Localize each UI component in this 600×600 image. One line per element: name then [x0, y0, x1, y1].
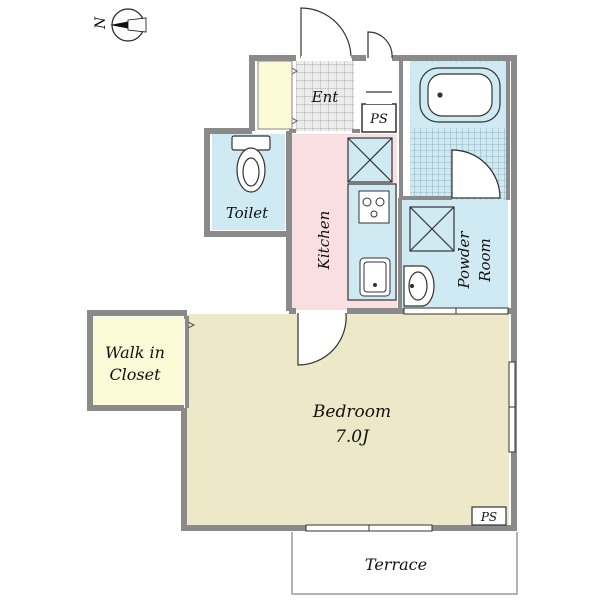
kitchen-label: Kitchen — [315, 211, 333, 271]
ps-bottom-label: PS — [480, 510, 497, 524]
compass: N — [93, 8, 147, 42]
ps-top: PS — [361, 103, 397, 133]
shoe-closet-hinges — [291, 67, 298, 125]
terrace: Terrace — [291, 532, 518, 595]
bathtub-icon — [419, 67, 501, 123]
bedroom-floor — [187, 314, 509, 526]
powder-room-sliding-door — [403, 307, 509, 315]
bedroom-side-window — [508, 361, 516, 453]
toilet-label: Toilet — [226, 204, 269, 222]
inner-walls — [185, 60, 510, 408]
closet-label-line1: Walk in — [105, 343, 165, 362]
walk-in-closet-floor — [93, 317, 184, 405]
terrace-railing — [291, 532, 518, 595]
closet-label-line2: Closet — [109, 365, 161, 384]
entrance-label: Ent — [311, 88, 340, 106]
ps-door — [366, 31, 393, 104]
stove-icon — [358, 190, 390, 224]
toilet-fixture-icon — [231, 135, 271, 193]
washing-machine-space-icon — [409, 206, 455, 252]
ps-bottom: PS — [471, 506, 507, 526]
terrace-area — [292, 532, 517, 594]
ps-top-label: PS — [369, 112, 388, 127]
kitchen-counter — [347, 183, 397, 301]
fridge-space-icon — [347, 137, 393, 183]
bedroom-label: Bedroom — [312, 402, 391, 422]
powder-room-label-line1: Powder — [455, 231, 473, 290]
terrace-label: Terrace — [365, 555, 427, 574]
shoe-closet — [257, 60, 293, 130]
compass-north-label: N — [93, 16, 109, 30]
entrance-door — [300, 7, 352, 60]
washbasin-icon — [403, 265, 435, 307]
entrance-floor — [296, 61, 354, 131]
bathroom-door-swing-area — [451, 149, 501, 199]
bedroom-door — [297, 312, 347, 366]
sink-icon — [359, 257, 391, 297]
terrace-sliding-window — [305, 524, 433, 532]
closet-hinge-icon — [187, 321, 196, 329]
powder-room-label-line2: Room — [476, 238, 494, 283]
powder-room-label: Powder Room — [455, 231, 494, 290]
bedroom-size-label: 7.0J — [335, 427, 370, 447]
